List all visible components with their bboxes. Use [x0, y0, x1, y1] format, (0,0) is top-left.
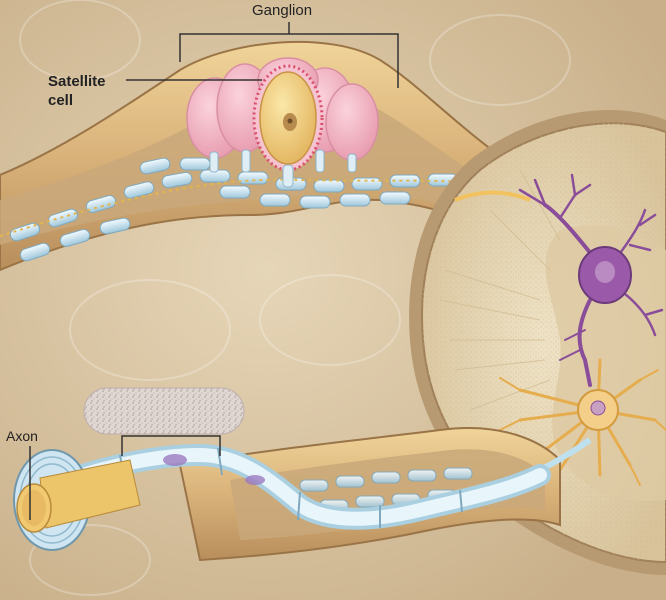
axon-label: Axon: [6, 428, 38, 444]
yellow-neuron: [499, 358, 666, 486]
dorsal-root-fiber: [454, 190, 531, 202]
ganglion-label: Ganglion: [252, 2, 313, 19]
myelinated-axon: [13, 443, 551, 551]
purple-neuron: [518, 173, 664, 387]
ganglion-bracket: [179, 22, 399, 88]
inset-bracket: [121, 435, 221, 456]
satellite-cell-label: Satellite cell: [48, 72, 106, 110]
neuron-cell-body: [252, 64, 324, 188]
schwann-cell-inset: [83, 387, 245, 456]
satellite-label-line2: cell: [48, 92, 74, 109]
satellite-label-line1: Satellite: [48, 73, 106, 90]
background-cells: [19, 0, 571, 596]
